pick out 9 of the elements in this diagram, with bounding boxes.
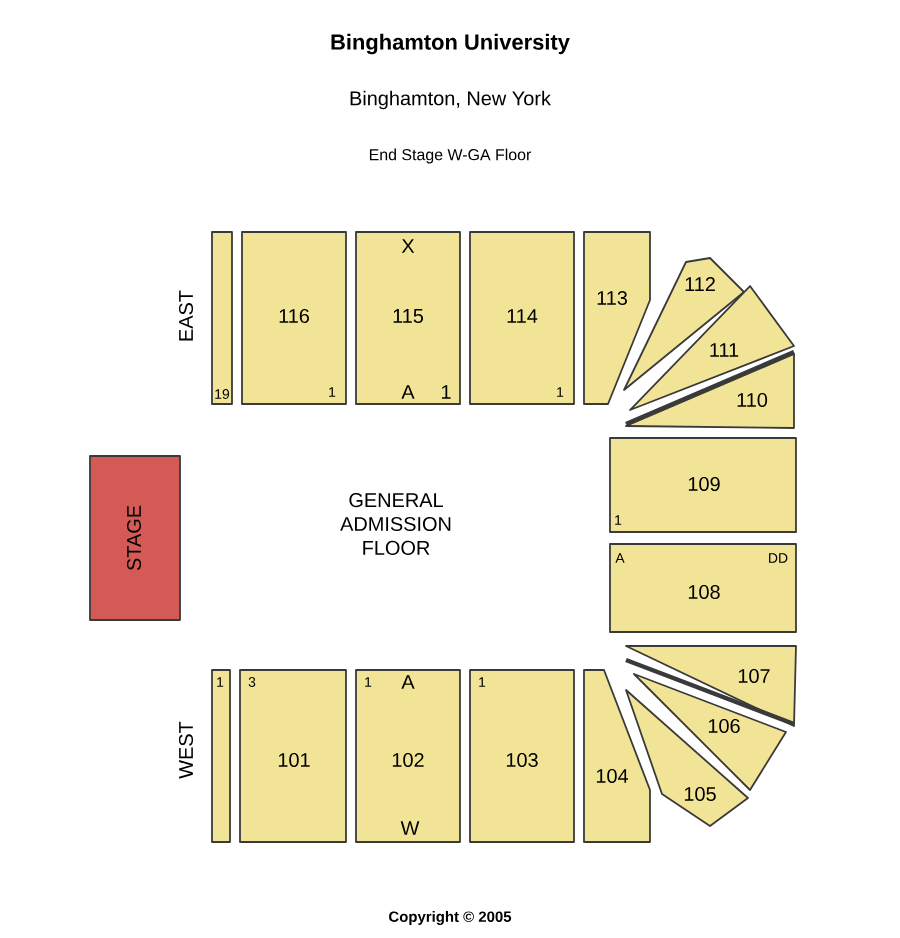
side-label: EAST: [178, 290, 194, 341]
side-label: WEST: [178, 721, 194, 779]
seating-section: 104: [583, 669, 651, 843]
subtitle: Binghamton, New York: [350, 90, 551, 110]
title: Binghamton University: [331, 33, 570, 55]
seating-section: X 115 A 1: [355, 231, 461, 405]
seating-section: 113: [583, 231, 651, 405]
stage-block: STAGE: [89, 455, 181, 621]
floor-label: GENERAL ADMISSION FLOOR: [340, 493, 451, 555]
